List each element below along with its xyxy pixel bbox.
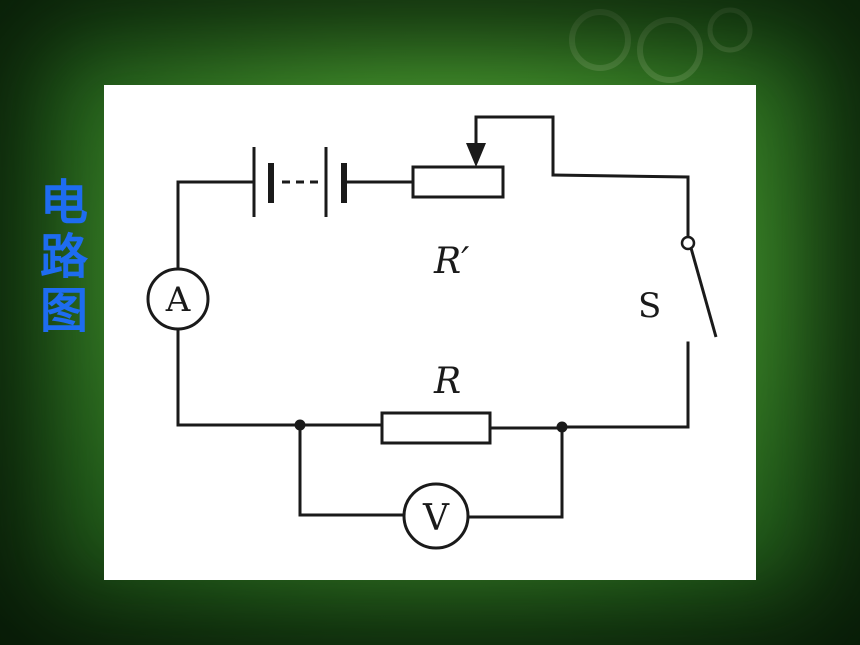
rheostat <box>411 165 505 199</box>
wire-rheostat-slider <box>474 115 555 177</box>
ammeter <box>146 267 210 331</box>
wire-right-lower <box>560 341 690 429</box>
side-title-char: 图 <box>39 283 88 339</box>
switch-label: S <box>638 286 661 326</box>
side-title-char: 电 <box>39 175 88 231</box>
wire-bottom-left <box>176 327 384 427</box>
circuit-diagram-panel: V A R′ R S <box>104 85 756 580</box>
wire-top-right <box>551 173 690 239</box>
wire-top-left <box>176 180 256 271</box>
resistor <box>380 411 492 445</box>
circuit-diagram: V A R′ R S <box>146 115 718 550</box>
rheostat-label: R′ <box>433 241 469 282</box>
voltmeter <box>402 482 470 550</box>
ammeter-label: A <box>165 280 191 320</box>
switch <box>680 235 718 338</box>
voltmeter-label: V <box>422 498 450 539</box>
decorative-pattern <box>569 7 753 83</box>
slider-arrow-icon <box>466 143 486 167</box>
side-title-char: 路 <box>39 229 88 285</box>
wire-voltmeter-branch-right <box>466 425 564 519</box>
resistor-label: R <box>433 361 461 402</box>
wire-voltmeter-branch <box>298 423 406 517</box>
side-title: 电 路 图 <box>36 176 92 338</box>
battery <box>252 147 347 217</box>
